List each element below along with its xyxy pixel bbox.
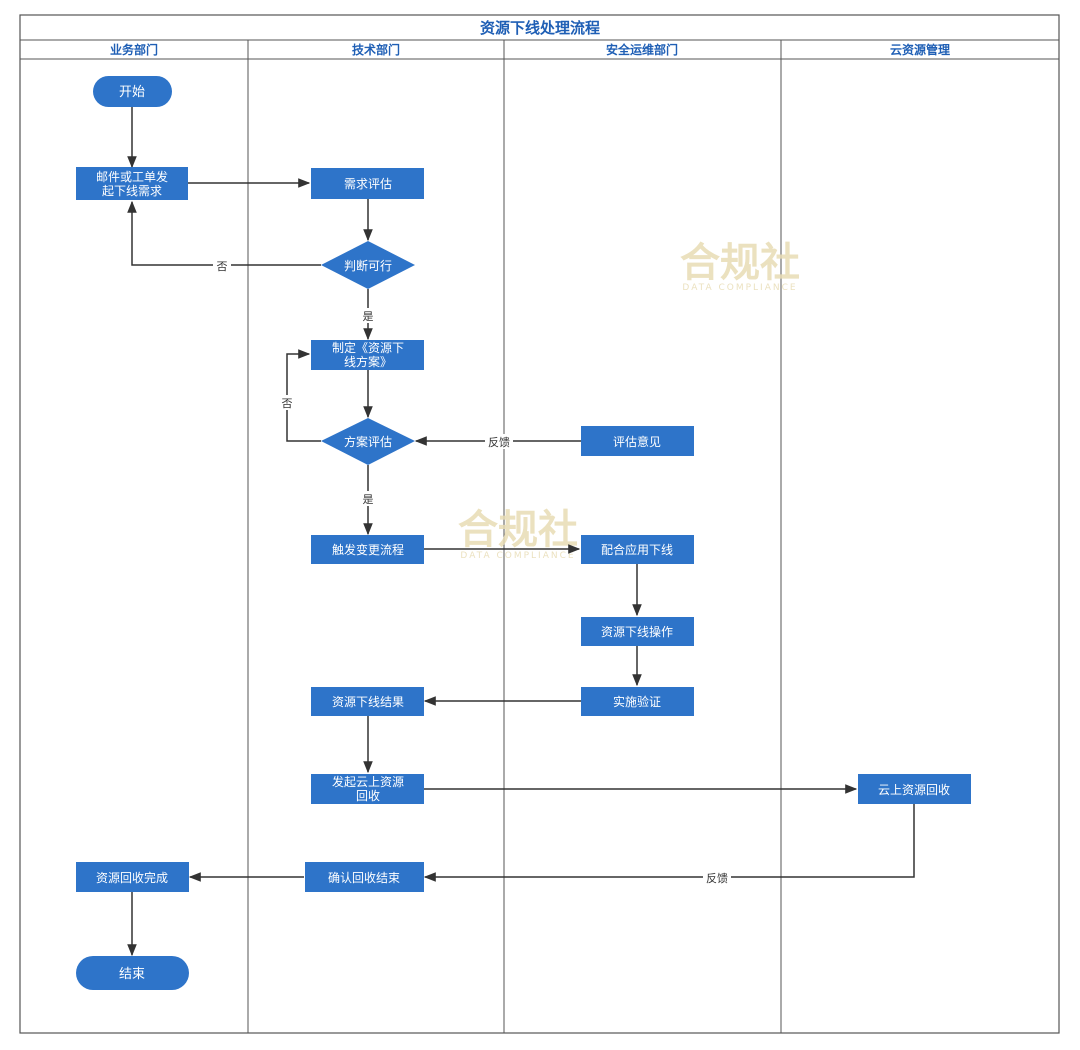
start-node-label: 开始 xyxy=(119,85,145,100)
feasible-decision[interactable] xyxy=(321,241,415,289)
request-node-label-2: 起下线需求 xyxy=(102,184,162,198)
svg-text:DATA COMPLIANCE: DATA COMPLIANCE xyxy=(682,283,797,293)
confirm-node-label: 确认回收结束 xyxy=(328,871,400,885)
done-node-label: 资源回收完成 xyxy=(96,870,168,885)
end-node-label: 结束 xyxy=(119,967,145,982)
plan-node-label-1: 制定《资源下 xyxy=(332,340,404,355)
done-node[interactable] xyxy=(76,862,189,892)
end-node[interactable] xyxy=(76,956,189,990)
start-node[interactable] xyxy=(93,76,172,107)
edge-label-no-1: 否 xyxy=(217,260,228,273)
cloud-recycle-node[interactable] xyxy=(858,774,971,804)
edge-feasible-no xyxy=(127,200,321,266)
result-node[interactable] xyxy=(311,687,424,716)
cloud-request-node-label-2: 回收 xyxy=(356,789,380,803)
plan-review-decision-label: 方案评估 xyxy=(344,434,392,449)
edge-label-yes-2: 是 xyxy=(363,493,374,506)
edge-recycle-confirm xyxy=(423,804,915,882)
cooperate-node-label: 配合应用下线 xyxy=(601,542,673,557)
feasible-decision-label: 判断可行 xyxy=(344,258,392,273)
lane-header-secops: 安全运维部门 xyxy=(606,42,678,57)
assess-node[interactable] xyxy=(311,168,424,199)
assess-node-label: 需求评估 xyxy=(344,177,392,191)
edge-label-feedback-2: 反馈 xyxy=(706,872,728,885)
edge-label-feedback-1: 反馈 xyxy=(488,436,510,449)
edge-label-yes-1: 是 xyxy=(363,310,374,323)
lane-header-cloud: 云资源管理 xyxy=(890,42,950,57)
diagram-title: 资源下线处理流程 xyxy=(480,19,600,37)
plan-node-label-2: 线方案》 xyxy=(344,354,392,369)
cooperate-node[interactable] xyxy=(581,535,694,564)
operate-node[interactable] xyxy=(581,617,694,646)
request-node[interactable] xyxy=(76,167,188,200)
opinion-node-label: 评估意见 xyxy=(613,434,661,449)
watermark-2: 合规社 DATA COMPLIANCE xyxy=(458,507,578,561)
cloud-request-node[interactable] xyxy=(311,774,424,804)
diagram-frame xyxy=(19,14,1060,1034)
verify-node[interactable] xyxy=(581,687,694,716)
plan-node[interactable] xyxy=(311,340,424,370)
trigger-node[interactable] xyxy=(311,535,424,564)
svg-text:合规社: 合规社 xyxy=(458,507,578,553)
result-node-label: 资源下线结果 xyxy=(332,695,404,709)
svg-text:DATA COMPLIANCE: DATA COMPLIANCE xyxy=(460,551,575,561)
svg-text:合规社: 合规社 xyxy=(680,240,800,286)
plan-review-decision[interactable] xyxy=(321,418,415,465)
watermark-1: 合规社 DATA COMPLIANCE xyxy=(680,240,800,293)
cloud-request-node-label-1: 发起云上资源 xyxy=(332,774,404,789)
operate-node-label: 资源下线操作 xyxy=(601,624,673,639)
edge-label-no-2: 否 xyxy=(282,397,293,410)
cloud-recycle-node-label: 云上资源回收 xyxy=(878,783,950,797)
lane-header-business: 业务部门 xyxy=(110,42,158,57)
confirm-node[interactable] xyxy=(305,862,424,892)
verify-node-label: 实施验证 xyxy=(613,694,661,709)
opinion-node[interactable] xyxy=(581,426,694,456)
trigger-node-label: 触发变更流程 xyxy=(332,542,404,557)
lane-header-tech: 技术部门 xyxy=(352,42,400,57)
request-node-label-1: 邮件或工单发 xyxy=(96,169,168,184)
